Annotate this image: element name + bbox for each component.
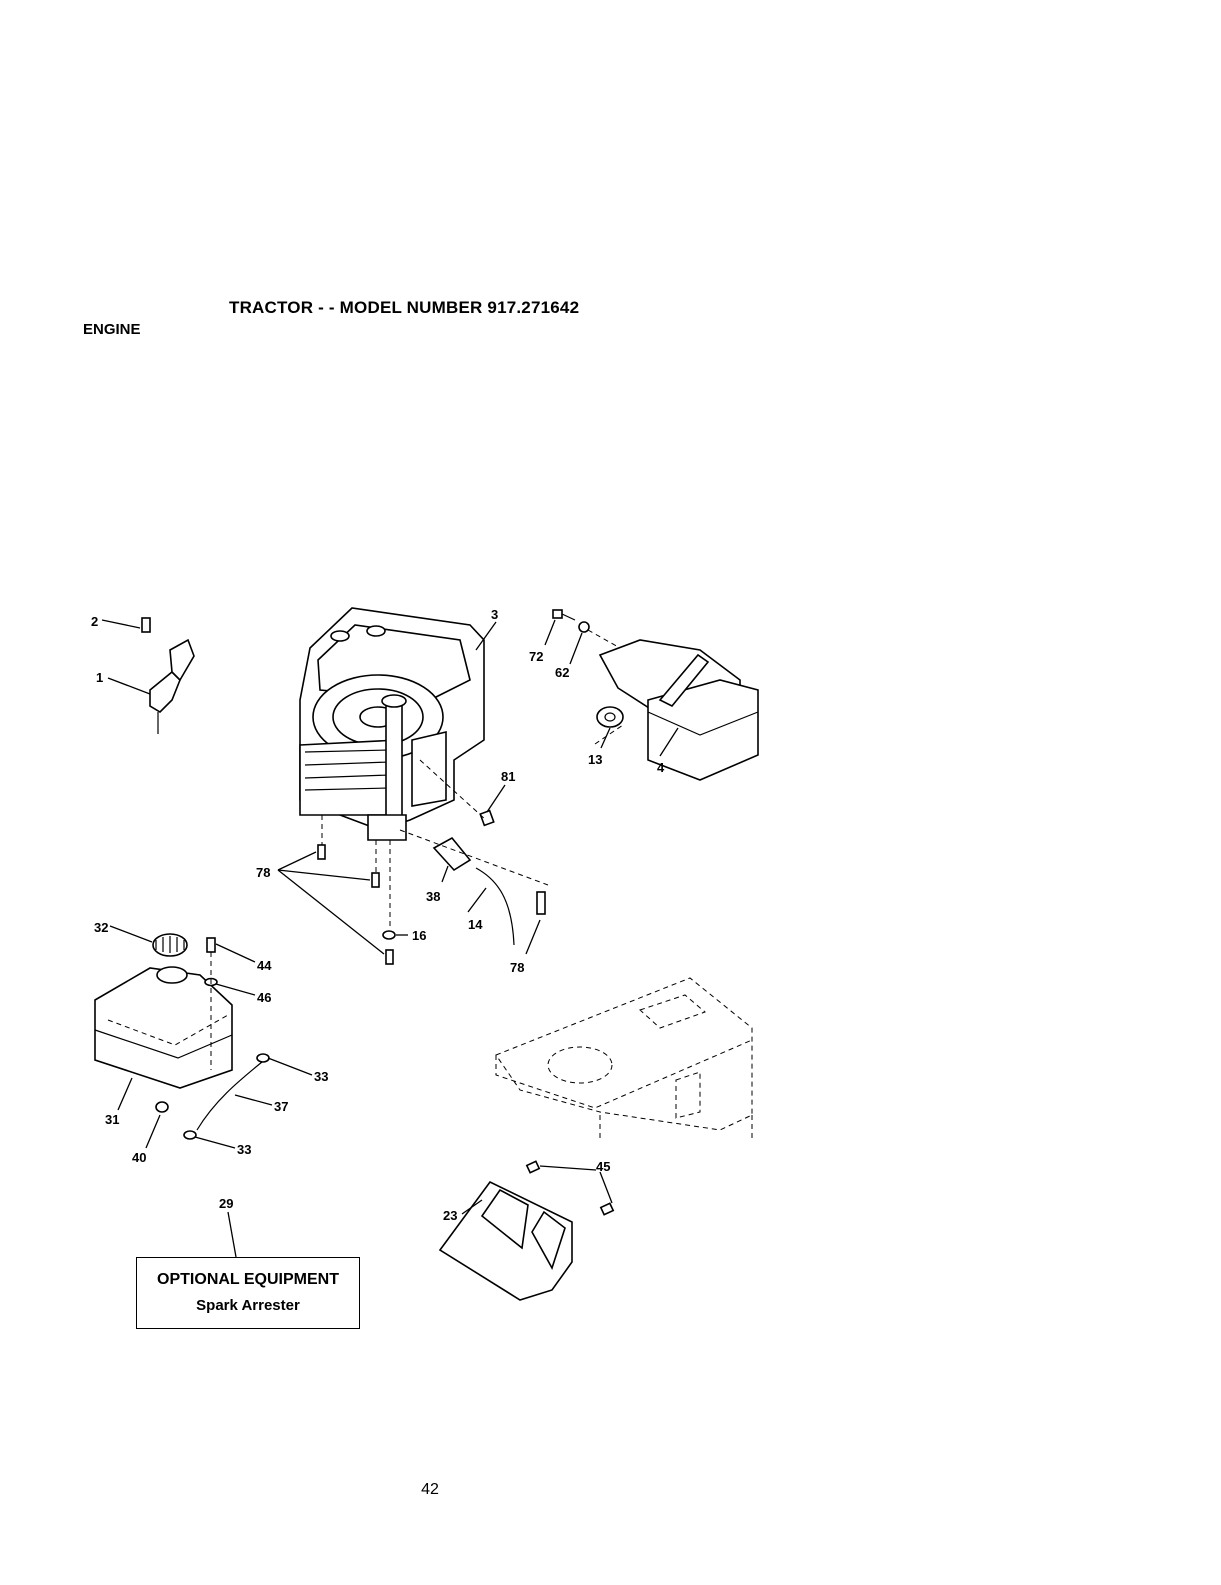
optional-equipment-item: Spark Arrester bbox=[137, 1297, 359, 1314]
heat-shield bbox=[440, 1161, 613, 1300]
callout-13: 13 bbox=[588, 752, 602, 767]
callout-78-fuel: 78 bbox=[510, 960, 524, 975]
callout-40: 40 bbox=[132, 1150, 146, 1165]
fuel-tank-assembly bbox=[95, 926, 312, 1148]
muffler-assembly bbox=[545, 610, 758, 780]
callout-1: 1 bbox=[96, 670, 103, 685]
callout-31: 31 bbox=[105, 1112, 119, 1127]
callout-33-lower: 33 bbox=[237, 1142, 251, 1157]
throttle-control bbox=[102, 618, 194, 734]
callout-23: 23 bbox=[443, 1208, 457, 1223]
callout-16: 16 bbox=[412, 928, 426, 943]
callout-4: 4 bbox=[657, 760, 665, 775]
callout-3: 3 bbox=[491, 607, 498, 622]
callout-81: 81 bbox=[501, 769, 515, 784]
callout-14: 14 bbox=[468, 917, 483, 932]
callout-29: 29 bbox=[219, 1196, 233, 1211]
optional-equipment-box: OPTIONAL EQUIPMENT Spark Arrester bbox=[136, 1257, 360, 1329]
optional-equipment-heading: OPTIONAL EQUIPMENT bbox=[137, 1271, 359, 1289]
callout-44: 44 bbox=[257, 958, 272, 973]
callout-62: 62 bbox=[555, 665, 569, 680]
engine bbox=[300, 608, 496, 840]
frame-plate bbox=[496, 978, 752, 1140]
callout-2: 2 bbox=[91, 614, 98, 629]
callout-38: 38 bbox=[426, 889, 440, 904]
spark-arrester-leader bbox=[228, 1212, 236, 1257]
callout-46: 46 bbox=[257, 990, 271, 1005]
callout-78-engine: 78 bbox=[256, 865, 270, 880]
callout-37: 37 bbox=[274, 1099, 288, 1114]
callout-32: 32 bbox=[94, 920, 108, 935]
callout-72: 72 bbox=[529, 649, 543, 664]
page-number: 42 bbox=[0, 1481, 860, 1499]
callout-45: 45 bbox=[596, 1159, 610, 1174]
callout-33-upper: 33 bbox=[314, 1069, 328, 1084]
